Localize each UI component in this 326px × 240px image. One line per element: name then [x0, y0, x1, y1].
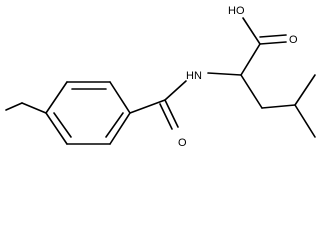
- bond-carbonyl-nh: [164, 80, 187, 101]
- ring-bond-1: [45, 81, 68, 114]
- bond-ch-methyl-up: [294, 74, 316, 106]
- bond-ch-methyl-down: [294, 104, 316, 138]
- acid-oxygen-label: O: [289, 34, 298, 46]
- bond-nh-alpha: [207, 72, 242, 76]
- bond-alpha-cooh: [240, 43, 261, 76]
- bond-acid-co-1: [259, 41, 287, 45]
- bond-acid-oh: [242, 17, 261, 45]
- bond-ethyl-ch2: [21, 102, 47, 114]
- chemical-structure-diagram: O HN HO O: [5, 5, 316, 149]
- bond-ch2-ch: [261, 104, 296, 109]
- amide-nitrogen-label: HN: [186, 70, 202, 82]
- ring-bond-4: [109, 112, 131, 145]
- bond-ring-carbonyl: [129, 99, 166, 114]
- bond-amide-co-1: [164, 99, 179, 128]
- bond-acid-co-2: [259, 34, 287, 38]
- amide-group: O HN: [129, 70, 202, 149]
- ring-double-bond-c: [53, 112, 72, 138]
- benzene-ring: [45, 81, 131, 145]
- carboxylic-acid-group: HO O: [207, 5, 298, 76]
- ring-bond-3: [109, 81, 131, 114]
- bond-alpha-ch2: [240, 74, 263, 109]
- ring-double-bond-b: [105, 112, 124, 138]
- hydroxyl-label: HO: [228, 5, 245, 17]
- ethyl-group: [5, 102, 47, 114]
- bond-ethyl-ch3: [5, 102, 23, 111]
- amide-oxygen-label: O: [178, 137, 187, 149]
- bond-amide-co-2: [159, 103, 173, 130]
- isobutyl-group: [240, 74, 316, 138]
- ring-bond-6: [45, 112, 68, 145]
